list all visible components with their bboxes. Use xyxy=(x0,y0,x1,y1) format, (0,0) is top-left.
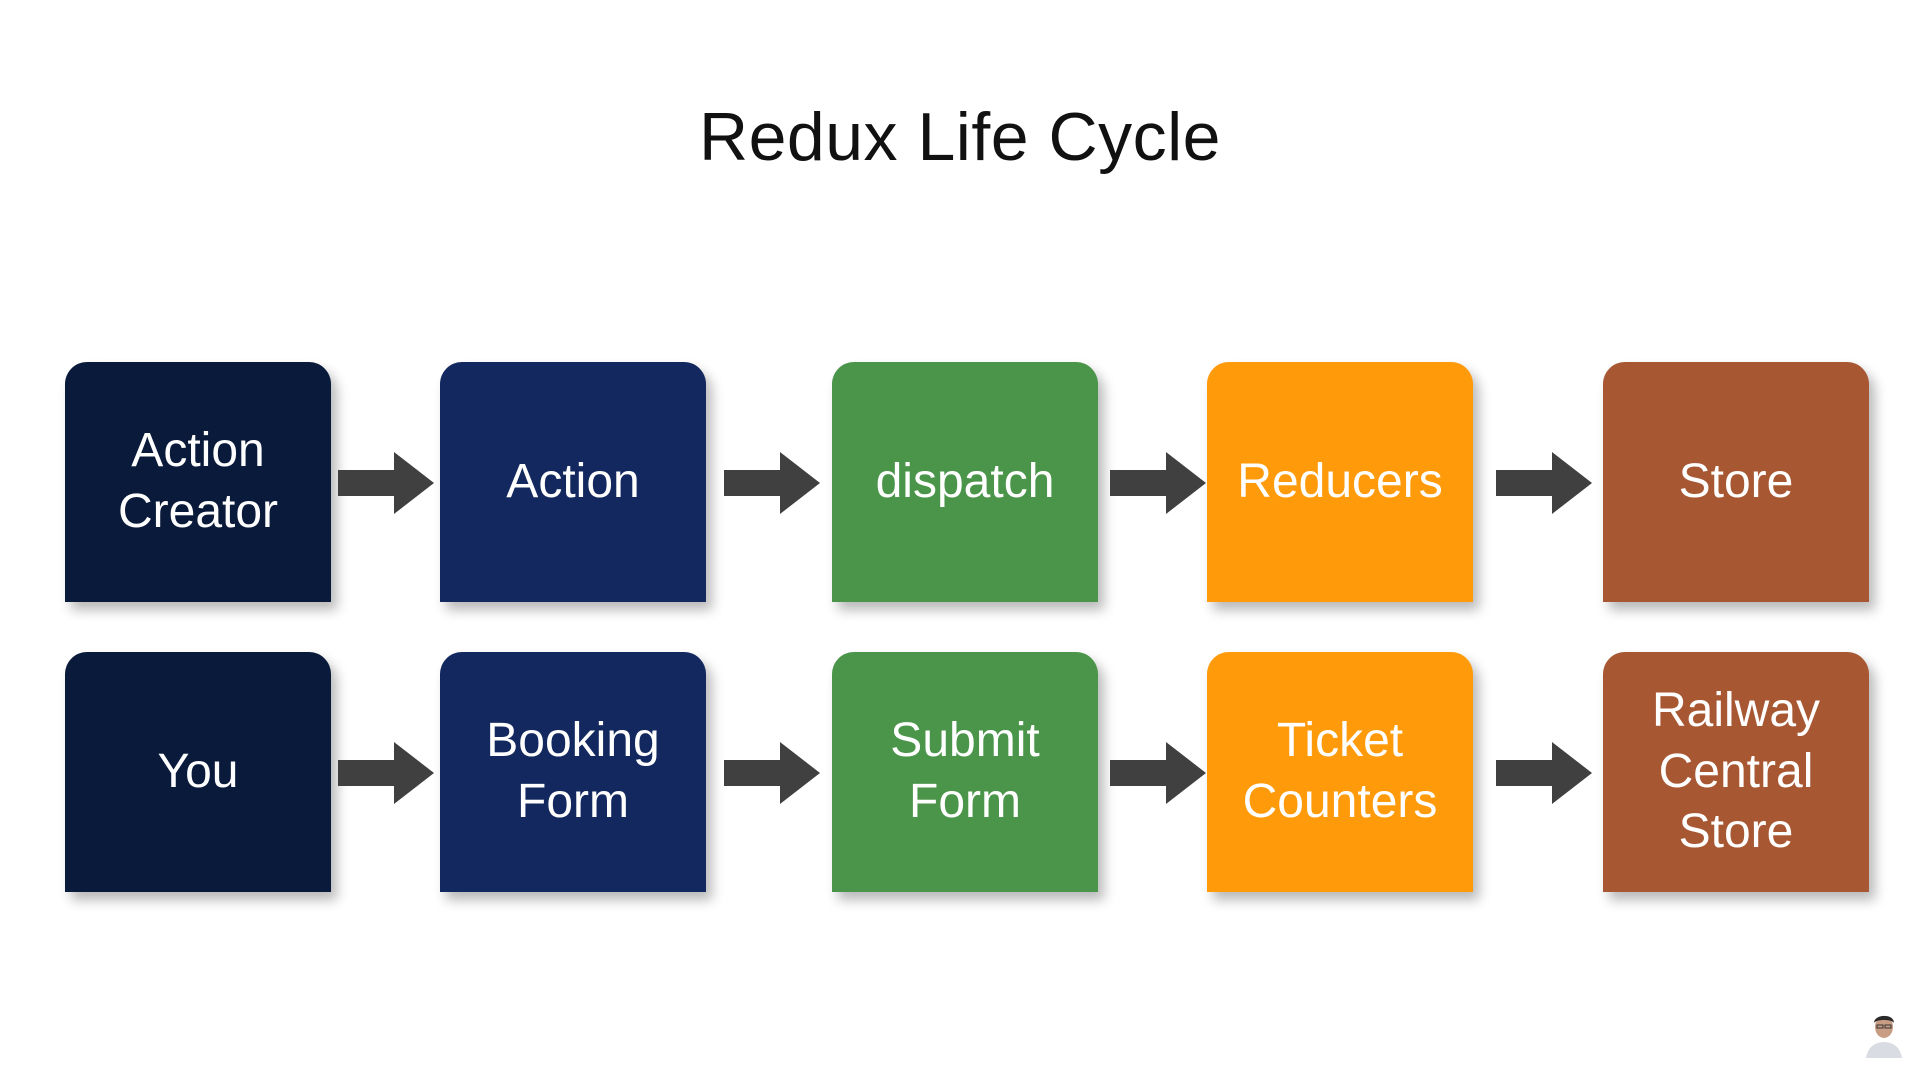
box-submit-form: Submit Form xyxy=(832,652,1098,892)
right-arrow-icon xyxy=(338,742,434,804)
box-label-line: Action xyxy=(131,424,265,478)
box-action-creator: Action Creator xyxy=(65,362,331,602)
right-arrow-icon xyxy=(1496,452,1592,514)
right-arrow-icon xyxy=(724,742,820,804)
box-label-line: Creator xyxy=(117,485,279,538)
presenter-avatar-icon xyxy=(1866,1015,1902,1058)
box-label-line: Railway xyxy=(1651,683,1821,737)
box-label-line: dispatch xyxy=(875,454,1055,508)
box-label-line: Ticket xyxy=(1276,714,1404,768)
box-label-line: Action xyxy=(506,454,640,508)
right-arrow-icon xyxy=(1496,742,1592,804)
box-store: Store xyxy=(1603,362,1869,602)
box-label-line: Counters xyxy=(1242,775,1438,828)
box-label-line: Submit xyxy=(890,714,1040,768)
box-dispatch: dispatch xyxy=(832,362,1098,602)
right-arrow-icon xyxy=(1110,742,1206,804)
box-label-line: Form xyxy=(517,775,629,828)
box-label-line: You xyxy=(157,744,239,798)
right-arrow-icon xyxy=(724,452,820,514)
box-reducers: Reducers xyxy=(1207,362,1473,602)
right-arrow-icon xyxy=(338,452,434,514)
box-label-line: Reducers xyxy=(1237,454,1443,508)
concept-row: Action Creator Action dispatch Reducers … xyxy=(0,362,1920,602)
box-label-line: Store xyxy=(1678,454,1794,508)
box-action: Action xyxy=(440,362,706,602)
box-booking-form: Booking Form xyxy=(440,652,706,892)
box-you: You xyxy=(65,652,331,892)
slide-title: Redux Life Cycle xyxy=(698,99,1222,175)
analogy-row: You Booking Form Submit Form Ticket Coun… xyxy=(0,652,1920,892)
box-railway-central-store: Railway Central Store xyxy=(1603,652,1869,892)
box-ticket-counters: Ticket Counters xyxy=(1207,652,1473,892)
box-label-line: Booking xyxy=(486,714,660,768)
right-arrow-icon xyxy=(1110,452,1206,514)
box-label-line: Central xyxy=(1658,744,1814,798)
box-label-line: Store xyxy=(1678,805,1794,859)
box-label-line: Form xyxy=(909,775,1021,828)
